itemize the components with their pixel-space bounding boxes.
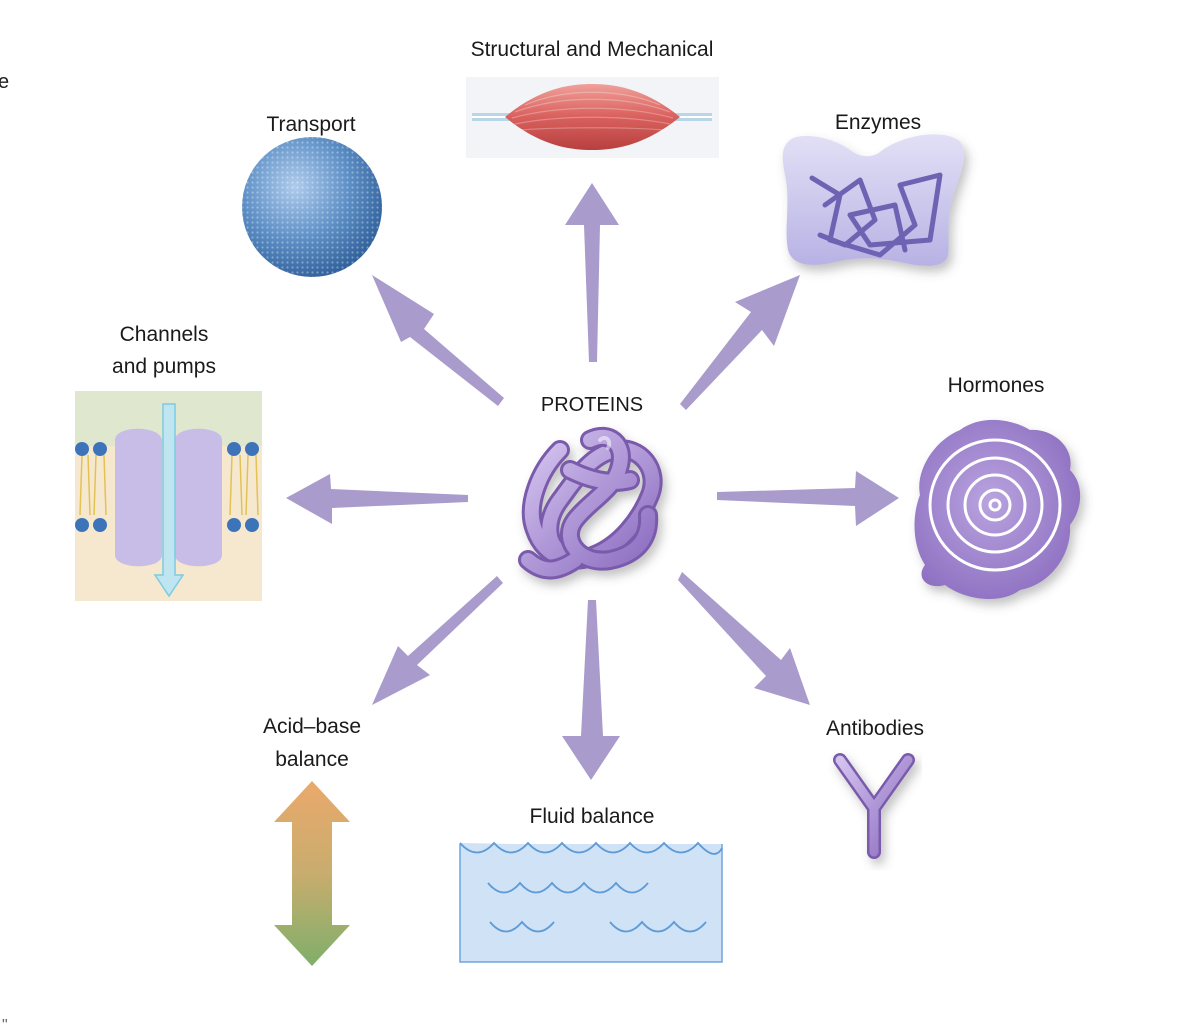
edge-fragment-left: e <box>0 71 9 93</box>
transport-sphere-icon <box>242 130 392 280</box>
arrows <box>286 183 899 780</box>
center-label: PROTEINS <box>541 394 643 416</box>
label-structural: Structural and Mechanical <box>471 38 714 61</box>
acid-base-double-arrow-icon <box>274 781 350 966</box>
enzyme-icon <box>782 134 965 266</box>
arrow-to-hormones <box>717 471 899 526</box>
channel-pump-illustration <box>75 391 262 601</box>
edge-fragment-bottom: " <box>2 1017 8 1024</box>
fluid-tank-illustration <box>459 836 723 963</box>
label-antibodies: Antibodies <box>826 717 924 740</box>
label-acid-base-line2: balance <box>275 748 349 771</box>
protein-icon <box>518 426 663 580</box>
arrow-to-channels <box>286 474 468 524</box>
label-channels-line2: and pumps <box>112 355 216 378</box>
label-enzymes: Enzymes <box>835 111 921 134</box>
label-channels-line1: Channels <box>120 323 209 346</box>
arrow-to-enzymes <box>680 275 800 410</box>
arrow-to-acid-base <box>372 576 503 705</box>
antibody-icon <box>833 753 915 859</box>
muscle-illustration <box>466 77 719 158</box>
arrow-to-transport <box>372 275 504 406</box>
label-hormones: Hormones <box>948 374 1045 397</box>
arrow-to-fluid <box>562 600 620 780</box>
arrow-to-structural <box>565 183 619 362</box>
label-fluid-balance: Fluid balance <box>530 805 655 828</box>
label-acid-base-line1: Acid–base <box>263 715 361 738</box>
hormone-icon <box>914 419 1081 600</box>
label-transport: Transport <box>266 113 355 136</box>
arrow-to-antibodies <box>678 572 810 705</box>
